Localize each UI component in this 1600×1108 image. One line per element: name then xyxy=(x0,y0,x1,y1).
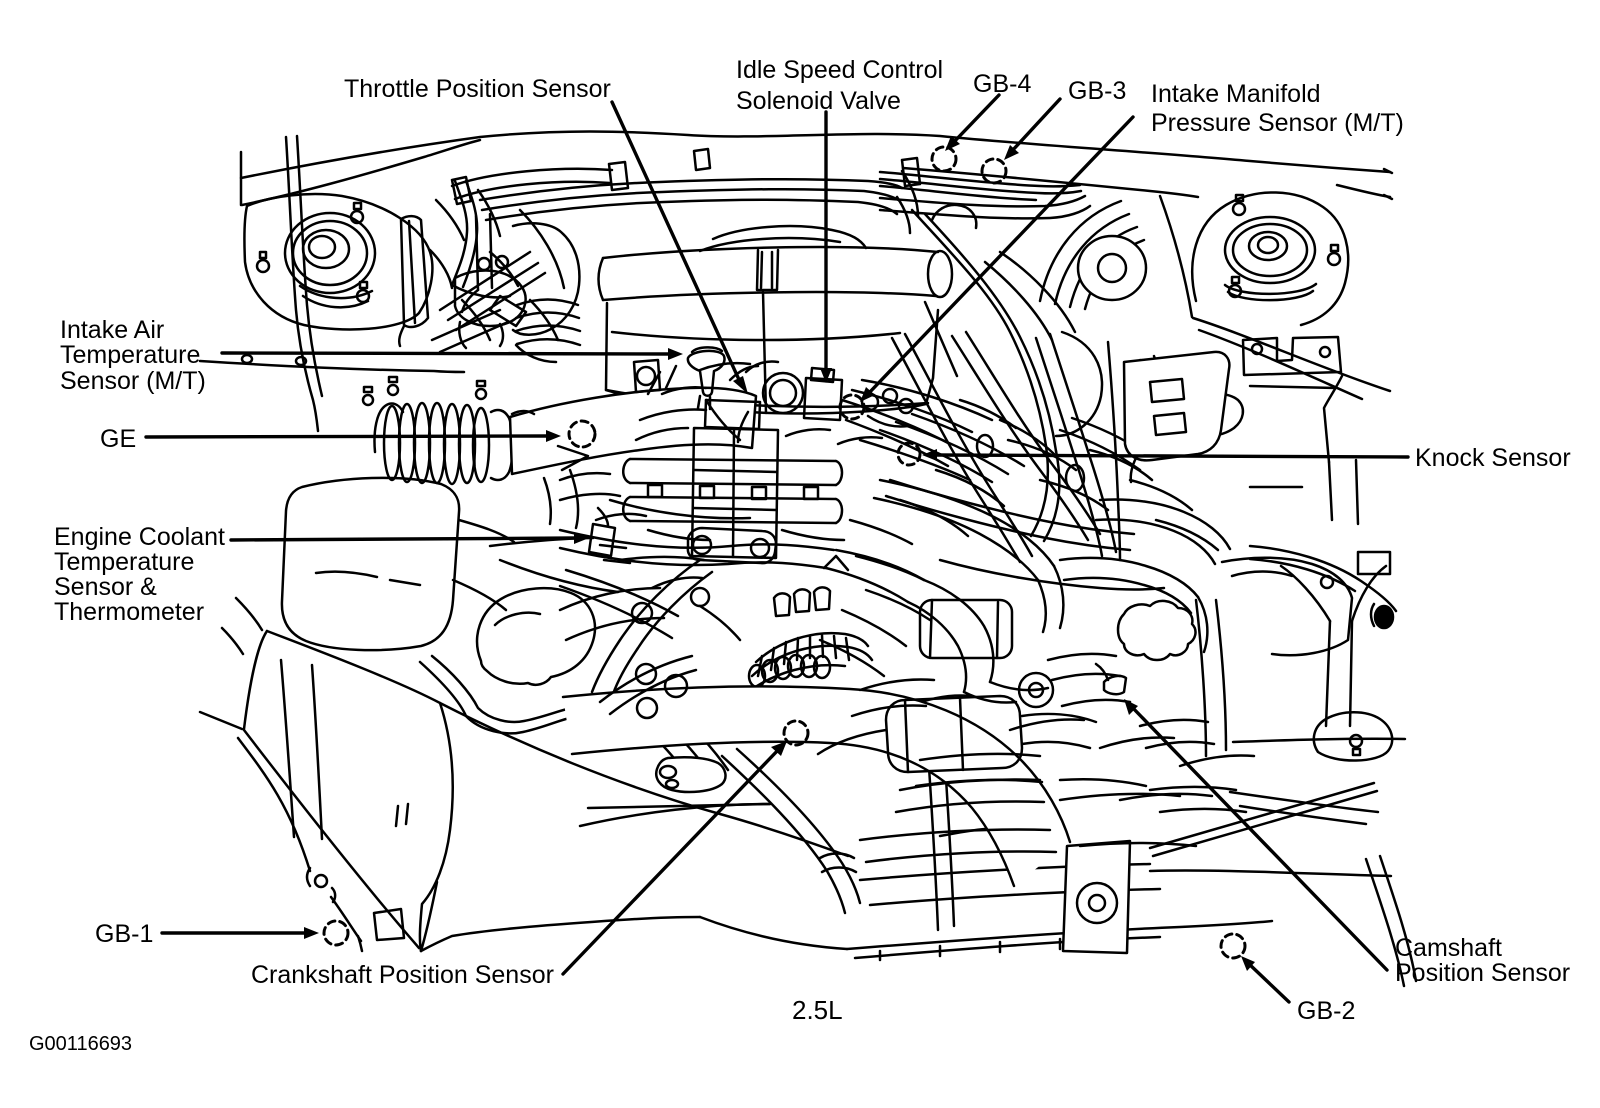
svg-text:Temperature: Temperature xyxy=(54,548,194,576)
svg-text:GB-2: GB-2 xyxy=(1297,997,1355,1025)
svg-text:Sensor (M/T): Sensor (M/T) xyxy=(60,367,206,395)
svg-text:GB-3: GB-3 xyxy=(1068,77,1126,105)
svg-text:Thermometer: Thermometer xyxy=(54,598,204,626)
svg-text:GB-1: GB-1 xyxy=(95,920,153,948)
svg-text:Engine Coolant: Engine Coolant xyxy=(54,523,225,551)
svg-text:Camshaft: Camshaft xyxy=(1395,934,1502,962)
svg-text:Intake Air: Intake Air xyxy=(60,316,164,344)
svg-text:Intake Manifold: Intake Manifold xyxy=(1151,80,1321,108)
svg-text:Solenoid Valve: Solenoid Valve xyxy=(736,87,901,115)
svg-text:Position Sensor: Position Sensor xyxy=(1395,959,1570,987)
svg-text:Temperature: Temperature xyxy=(60,341,200,369)
svg-text:2.5L: 2.5L xyxy=(792,995,843,1025)
svg-text:GB-4: GB-4 xyxy=(973,70,1031,98)
svg-text:G00116693: G00116693 xyxy=(29,1033,132,1055)
svg-text:Pressure Sensor (M/T): Pressure Sensor (M/T) xyxy=(1151,109,1404,137)
svg-text:Knock Sensor: Knock Sensor xyxy=(1415,444,1571,472)
svg-text:Crankshaft Position Sensor: Crankshaft Position Sensor xyxy=(251,961,554,989)
svg-text:GE: GE xyxy=(100,425,136,453)
svg-text:Sensor &: Sensor & xyxy=(54,573,157,601)
svg-text:Throttle Position Sensor: Throttle Position Sensor xyxy=(344,75,611,103)
svg-text:Idle Speed Control: Idle Speed Control xyxy=(736,56,943,84)
